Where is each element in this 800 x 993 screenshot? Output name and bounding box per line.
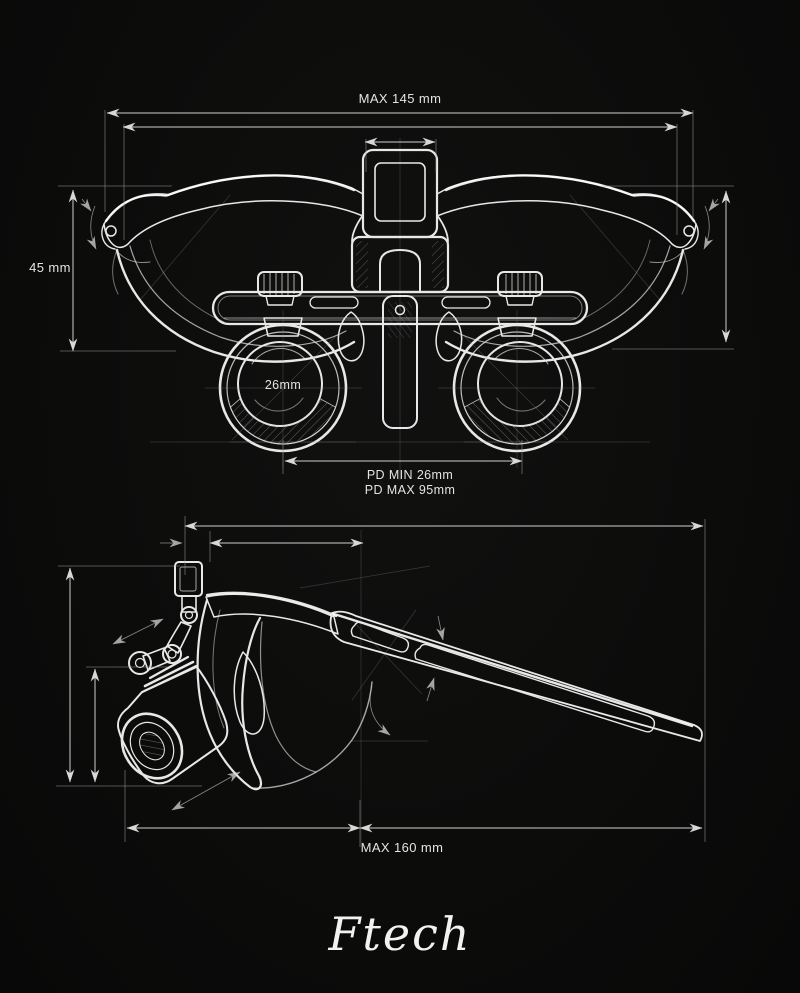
side-view-dimensions: MAX 160 mm bbox=[56, 516, 706, 855]
front-view-dimensions: MAX 145 mm 45 mm 26mm PD MIN 26mm PD MAX… bbox=[29, 91, 734, 497]
front-center-mount bbox=[350, 148, 450, 429]
side-glasses-profile bbox=[196, 591, 703, 791]
dim-temple-thickness-arrow-top bbox=[436, 615, 445, 641]
label-lens-diameter: 26mm bbox=[265, 378, 301, 392]
label-pd-max: PD MAX 95mm bbox=[365, 483, 456, 497]
side-view-drawing bbox=[117, 530, 703, 843]
side-construction-lines bbox=[299, 530, 431, 843]
label-max-length: MAX 160 mm bbox=[361, 840, 444, 855]
side-mount-arm bbox=[128, 561, 203, 675]
side-headlight bbox=[117, 655, 229, 785]
dim-temple-thickness-arrow-bottom bbox=[426, 677, 435, 702]
label-frame-height: 45 mm bbox=[29, 260, 71, 275]
front-view-drawing bbox=[80, 138, 718, 480]
dim-angle-arc bbox=[369, 685, 391, 736]
label-max-width: MAX 145 mm bbox=[359, 91, 442, 106]
brand-logo: Ftech bbox=[327, 907, 471, 961]
front-carrier-bar bbox=[211, 290, 589, 326]
front-left-half bbox=[80, 174, 365, 468]
label-pd-min: PD MIN 26mm bbox=[367, 468, 453, 482]
